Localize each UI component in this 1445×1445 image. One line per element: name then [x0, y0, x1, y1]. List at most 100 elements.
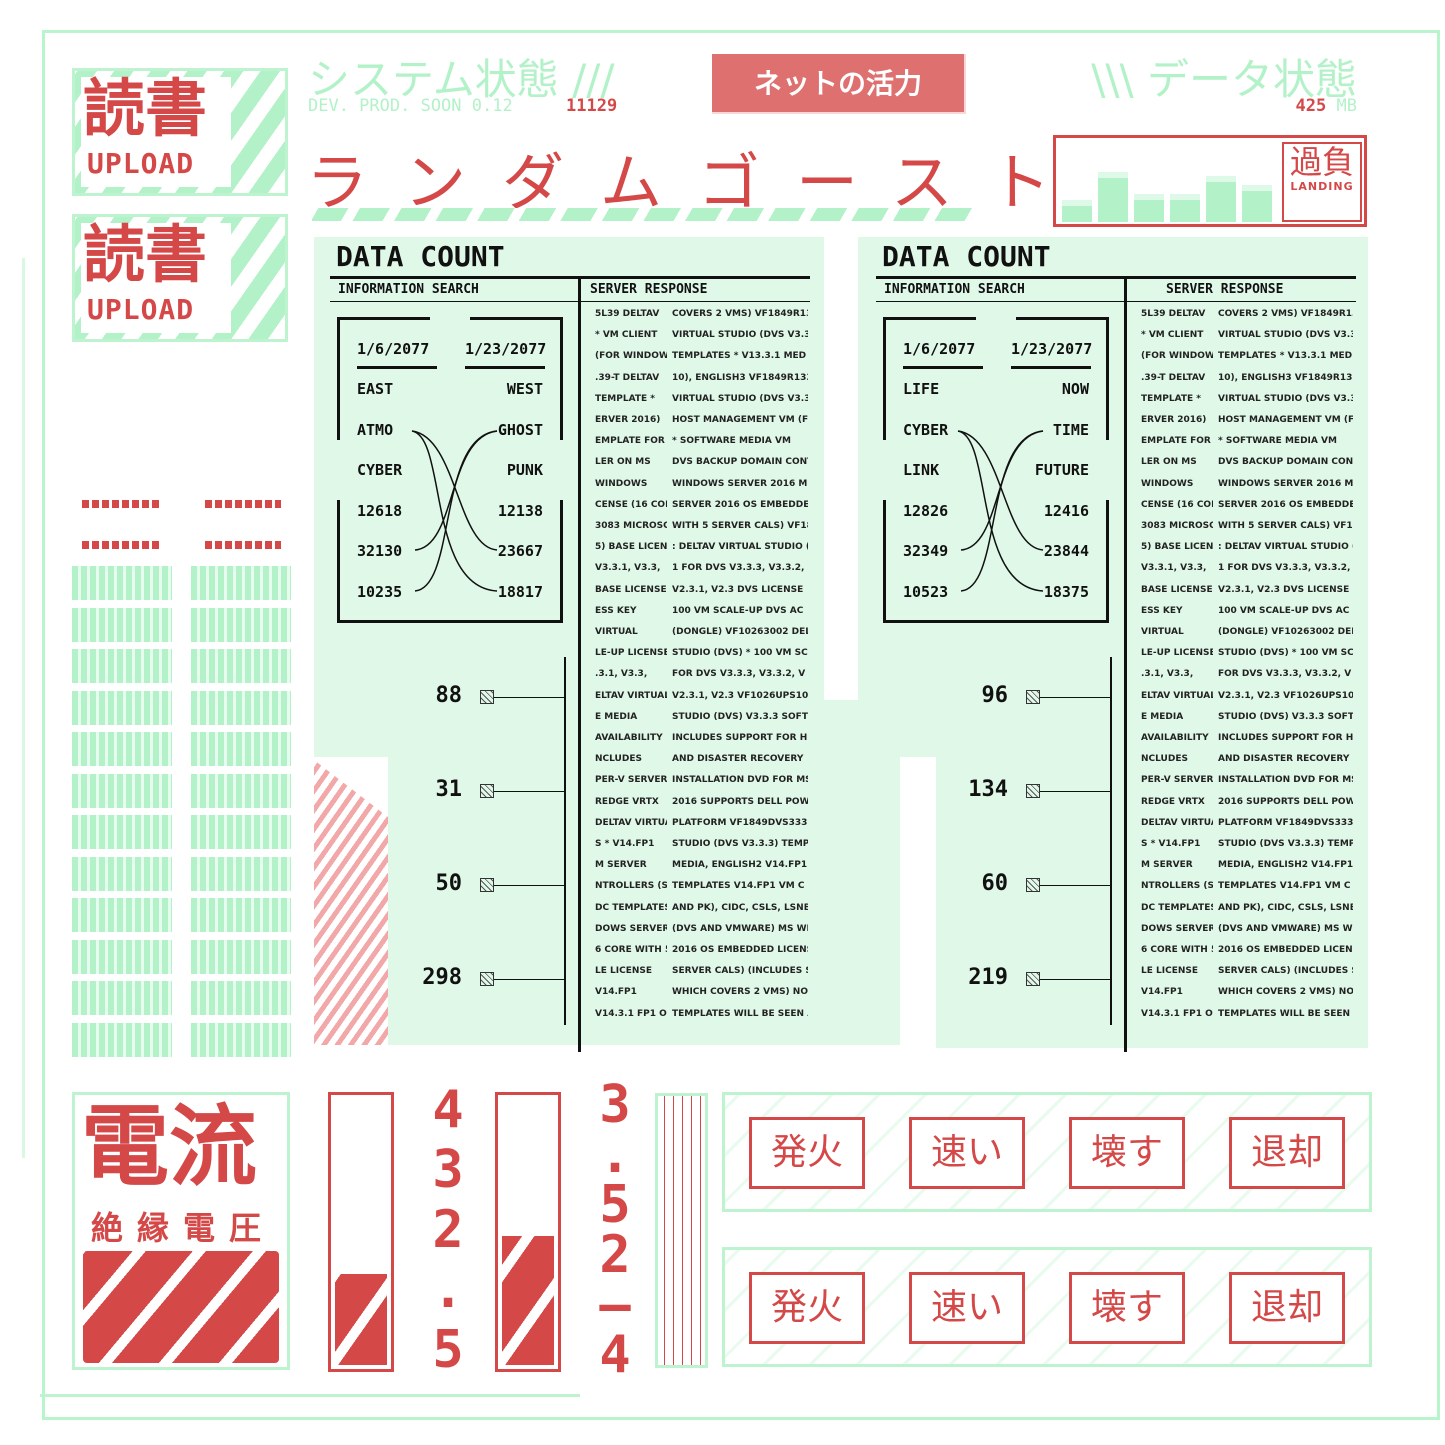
server-row-right: STUDIO (DVS) * 100 VM SC — [1218, 648, 1353, 659]
net-vitality-button[interactable]: ネットの活力 — [712, 54, 966, 114]
striped-bar — [72, 566, 172, 600]
box-gap — [882, 440, 888, 500]
server-row-right: DVS BACKUP DOMAIN CONTRO — [672, 457, 808, 468]
panel-title: DATA COUNT — [336, 240, 505, 273]
striped-bar — [72, 607, 172, 642]
server-row-right: INSTALLATION DVD FOR MS H — [672, 775, 808, 786]
info-search-label: INFORMATION SEARCH — [884, 282, 1025, 297]
gauge-marker-icon[interactable] — [480, 690, 494, 704]
action-button[interactable]: 速い — [909, 1272, 1025, 1344]
server-row-left: V14.3.1 FP1 ON — [595, 1008, 667, 1019]
server-row-right: SERVER 2016 OS EMBEDDED — [1218, 499, 1353, 510]
server-response-label: SERVER RESPONSE — [590, 282, 708, 297]
action-button[interactable]: 発火 — [749, 1117, 865, 1189]
server-row-left: (FOR WINDOWS — [595, 351, 667, 362]
striped-bar — [72, 649, 172, 683]
server-row-left: E MEDIA — [1141, 711, 1184, 722]
overload-bar — [1062, 200, 1092, 222]
overload-bar — [1206, 175, 1236, 222]
barcode-panel — [655, 1093, 708, 1368]
server-row-left: ELTAV VIRTUAL — [595, 690, 667, 701]
gauge-marker-icon[interactable] — [1026, 972, 1040, 986]
gauge-line — [1040, 979, 1110, 980]
server-row-right: : DELTAV VIRTUAL STUDIO (D — [1218, 542, 1353, 553]
server-row-right: V2.3.1, V2.3 VF1026UPS100 — [1218, 690, 1353, 701]
frame-line — [22, 258, 25, 1158]
gauge-marker-icon[interactable] — [480, 784, 494, 798]
action-button[interactable]: 壊す — [1069, 1117, 1185, 1189]
server-row-left: NCLUDES — [1141, 754, 1188, 765]
action-button[interactable]: 壊す — [1069, 1272, 1185, 1344]
action-button[interactable]: 速い — [909, 1117, 1025, 1189]
date-start: 1/6/2077 — [903, 340, 976, 358]
gauge-marker-icon[interactable] — [1026, 690, 1040, 704]
server-row-left: S * V14.FP1 — [1141, 839, 1201, 849]
right-value: TIME — [1052, 420, 1089, 439]
right-value: 18375 — [1043, 583, 1089, 601]
server-row-left: LE-UP LICENSE — [1141, 648, 1213, 659]
data-status-title: \\\ データ状態 — [1091, 55, 1357, 104]
server-row-right: 1 FOR DVS V3.3.3, V3.3.2, — [672, 563, 805, 574]
meter-frame — [495, 1092, 561, 1372]
server-row-left: 5L39 DELTAV — [1141, 309, 1206, 319]
meter-digit: — — [599, 1275, 631, 1335]
main-title: ランダムゴースト — [306, 146, 1087, 219]
action-button[interactable]: 退却 — [1229, 1272, 1345, 1344]
right-value: 12416 — [1043, 501, 1089, 520]
gauge-marker-icon[interactable] — [1026, 784, 1040, 798]
gauge-marker-icon[interactable] — [480, 972, 494, 986]
server-row-left: VIRTUAL — [1141, 627, 1184, 637]
server-row-right: WITH 5 SERVER CALS) VF184 — [1218, 521, 1353, 531]
meter-fill — [502, 1236, 554, 1365]
server-row-left: V3.3.1, V3.3, — [1141, 563, 1207, 574]
server-row-right: PLATFORM VF1849DVS333L3 — [672, 817, 808, 828]
gauge-marker-icon[interactable] — [1026, 878, 1040, 892]
server-row-left: .3.1, V3.3, — [595, 669, 648, 680]
upload-label: UPLOAD — [87, 293, 195, 326]
server-row-left: V14.FP1 — [595, 987, 637, 998]
server-row-left: AVAILABILITY — [1141, 733, 1209, 743]
meter-digit: 4 — [599, 1325, 631, 1380]
server-row-right: 10), ENGLISH3 VF1849R1331 — [672, 372, 808, 383]
action-button[interactable]: 発火 — [749, 1272, 865, 1344]
server-row-left: V14.FP1 — [1141, 987, 1183, 998]
left-value: CYBER — [903, 420, 949, 439]
left-value: LINK — [903, 461, 940, 480]
server-row-left: E MEDIA — [595, 711, 638, 722]
server-row-left: (FOR WINDOWS — [1141, 351, 1213, 362]
gauge-axis — [564, 657, 566, 1025]
meter-digit: 2 — [599, 1225, 631, 1285]
meter-digit: 5 — [432, 1320, 464, 1380]
striped-bar — [191, 607, 291, 642]
server-row-left: PER-V SERVER — [1141, 775, 1213, 786]
server-row-left: V14.3.1 FP1 ON — [1141, 1008, 1213, 1019]
panel-bg — [936, 700, 1368, 1048]
server-row-left: 3083 MICROSOFT — [595, 521, 667, 531]
server-row-left: .3.1, V3.3, — [1141, 669, 1194, 680]
server-row-left: LE-UP LICENSE — [595, 648, 667, 659]
server-row-right: (DVS AND VMWARE) MS WI — [672, 923, 808, 934]
server-row-right: MEDIA, ENGLISH2 V14.FP1 — [672, 860, 808, 871]
gauge-line — [494, 885, 564, 886]
title-rule — [876, 276, 1356, 279]
left-value: 10235 — [357, 583, 403, 601]
server-row-right: WINDOWS SERVER 2016 MS — [672, 478, 808, 489]
server-row-left: CENSE (16 CORE — [1141, 499, 1213, 510]
size-value: 425 — [1295, 96, 1327, 116]
right-value: WEST — [506, 380, 543, 398]
left-value: 12618 — [357, 501, 403, 520]
box-gap — [336, 440, 342, 500]
gauge-value: 298 — [422, 965, 462, 990]
gauge-marker-icon[interactable] — [480, 878, 494, 892]
info-box — [882, 316, 1110, 623]
action-button[interactable]: 退却 — [1229, 1117, 1345, 1189]
server-row-right: PLATFORM VF1849DVS333L3 — [1218, 817, 1353, 828]
striped-bar — [191, 690, 291, 725]
server-row-right: TEMPLATES V14.FP1 VM C — [672, 881, 805, 892]
striped-bar — [72, 815, 172, 849]
date-slider-right — [465, 366, 545, 369]
current-kanji: 電流 — [81, 1095, 258, 1198]
gauge-line — [494, 697, 564, 698]
